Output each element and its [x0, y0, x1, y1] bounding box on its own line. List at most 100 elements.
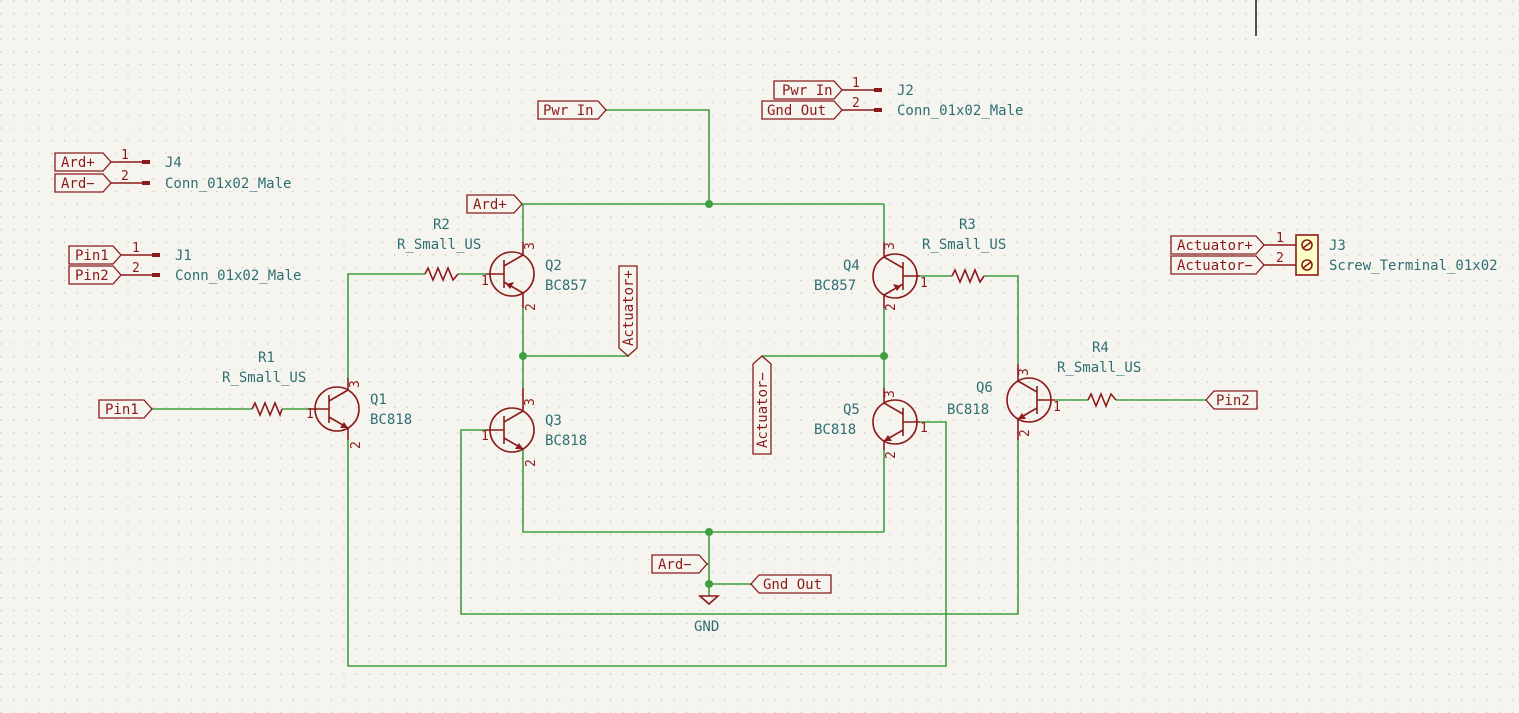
global-label-pwr-in-j2[interactable]: Pwr In — [773, 80, 843, 100]
global-label-ard-plus-rail[interactable]: Ard+ — [466, 194, 523, 214]
global-label-pwr-in[interactable]: Pwr In — [537, 100, 607, 120]
transistor-q2[interactable]: 1 3 2 Q2 BC857 — [481, 242, 587, 311]
pin-number: 2 — [1276, 251, 1284, 266]
pin-number: 1 — [481, 429, 489, 444]
pin-number: 3 — [1017, 368, 1032, 376]
label-text: Gnd Out — [767, 103, 826, 119]
global-label-actuator-plus-j3[interactable]: Actuator+ — [1170, 235, 1265, 255]
global-label-gnd-out-gnd[interactable]: Gnd Out — [750, 574, 832, 594]
global-label-actuator-plus-vertical[interactable]: Actuator+ — [618, 265, 638, 357]
r4-value: R_Small_US — [1057, 360, 1141, 376]
label-text: Pin2 — [75, 268, 109, 284]
label-text: Pin1 — [75, 248, 109, 264]
gnd-symbol[interactable]: GND — [694, 595, 721, 635]
q3-ref: Q3 — [545, 413, 562, 429]
pin-number: 1 — [1276, 231, 1284, 246]
r3-ref: R3 — [959, 217, 976, 233]
junctions — [519, 200, 888, 588]
label-text: Ard+ — [61, 155, 95, 171]
pin-number: 2 — [121, 169, 129, 184]
connector-j3-screw-terminal[interactable]: 1 2 J3 Screw_Terminal_01x02 — [1264, 231, 1498, 276]
pin-number: 2 — [524, 459, 539, 467]
global-label-ard-minus-j4[interactable]: Ard− — [54, 173, 112, 193]
j4-ref: J4 — [165, 155, 182, 171]
pin-number: 3 — [523, 242, 538, 250]
global-label-pin1-j1[interactable]: Pin1 — [68, 245, 122, 265]
global-label-pin2-input[interactable]: Pin2 — [1205, 390, 1258, 410]
label-text: Pin2 — [1216, 393, 1250, 409]
resistor-r4[interactable]: R4 R_Small_US — [1057, 340, 1141, 409]
pin-number: 2 — [884, 451, 899, 459]
q4-ref: Q4 — [843, 258, 860, 274]
pin-number: 2 — [132, 261, 140, 276]
junction-dot — [519, 352, 527, 360]
r1-value: R_Small_US — [222, 370, 306, 386]
label-text: Pwr In — [782, 83, 833, 99]
global-label-pin2-j1[interactable]: Pin2 — [68, 265, 122, 285]
transistor-q6[interactable]: 1 3 2 Q6 BC818 — [947, 364, 1061, 440]
pin-number: 2 — [852, 96, 860, 111]
junction-dot — [705, 200, 713, 208]
pin-number: 2 — [524, 303, 539, 311]
junction-dot — [880, 352, 888, 360]
r3-value: R_Small_US — [922, 237, 1006, 253]
connector-j4[interactable]: 1 2 J4 Conn_01x02_Male — [111, 148, 291, 192]
pin-number: 3 — [523, 398, 538, 406]
r4-ref: R4 — [1092, 340, 1109, 356]
label-text: Ard− — [658, 557, 692, 573]
r1-ref: R1 — [258, 350, 275, 366]
j4-value: Conn_01x02_Male — [165, 176, 291, 192]
connector-j2[interactable]: 1 2 J2 Conn_01x02_Male — [842, 76, 1023, 119]
pin-number: 3 — [348, 380, 363, 388]
label-text: Actuator+ — [621, 270, 637, 346]
q6-ref: Q6 — [976, 380, 993, 396]
q6-value: BC818 — [947, 402, 989, 418]
label-text: Actuator− — [1177, 258, 1253, 274]
q5-value: BC818 — [814, 422, 856, 438]
global-label-gnd-out-j2[interactable]: Gnd Out — [761, 100, 843, 120]
transistor-q1[interactable]: 1 3 2 Q1 BC818 — [306, 378, 412, 449]
label-text: Pin1 — [105, 402, 139, 418]
resistor-r2[interactable]: R2 R_Small_US — [397, 217, 481, 283]
global-label-actuator-minus-vertical[interactable]: Actuator− — [752, 355, 772, 455]
j2-value: Conn_01x02_Male — [897, 103, 1023, 119]
q1-value: BC818 — [370, 412, 412, 428]
global-label-ard-minus-gnd[interactable]: Ard− — [651, 554, 708, 574]
j2-ref: J2 — [897, 83, 914, 99]
r2-ref: R2 — [433, 217, 450, 233]
pin-number: 1 — [132, 241, 140, 256]
j1-ref: J1 — [175, 248, 192, 264]
global-label-actuator-minus-j3[interactable]: Actuator− — [1170, 255, 1265, 275]
global-label-ard-plus-j4[interactable]: Ard+ — [54, 152, 112, 172]
pin-number: 1 — [1053, 400, 1061, 415]
pin-number: 2 — [349, 441, 364, 449]
pin-number: 1 — [852, 76, 860, 91]
pin-number: 2 — [1018, 429, 1033, 437]
pin-number: 3 — [883, 242, 898, 250]
transistor-q3[interactable]: 1 3 2 Q3 BC818 — [481, 388, 587, 467]
q4-value: BC857 — [814, 278, 856, 294]
connector-j1[interactable]: 1 2 J1 Conn_01x02_Male — [121, 241, 301, 284]
junction-dot — [705, 528, 713, 536]
resistor-r3[interactable]: R3 R_Small_US — [922, 217, 1006, 285]
label-text: Ard+ — [473, 197, 507, 213]
pin-number: 1 — [920, 276, 928, 291]
pin-number: 1 — [920, 421, 928, 436]
global-label-pin1-input[interactable]: Pin1 — [98, 399, 153, 419]
j3-ref: J3 — [1329, 238, 1346, 254]
junction-dot — [705, 580, 713, 588]
transistor-q4[interactable]: 1 3 2 Q4 BC857 — [814, 242, 928, 311]
q5-ref: Q5 — [843, 402, 860, 418]
label-text: Actuator+ — [1177, 238, 1253, 254]
transistor-q5[interactable]: 1 3 2 Q5 BC818 — [814, 388, 928, 459]
pin-number: 1 — [121, 148, 129, 163]
q1-ref: Q1 — [370, 392, 387, 408]
resistor-r1[interactable]: R1 R_Small_US — [222, 350, 306, 418]
gnd-value: GND — [694, 619, 719, 635]
q2-ref: Q2 — [545, 258, 562, 274]
label-text: Pwr In — [543, 103, 594, 119]
r2-value: R_Small_US — [397, 237, 481, 253]
pin-number: 3 — [883, 390, 898, 398]
